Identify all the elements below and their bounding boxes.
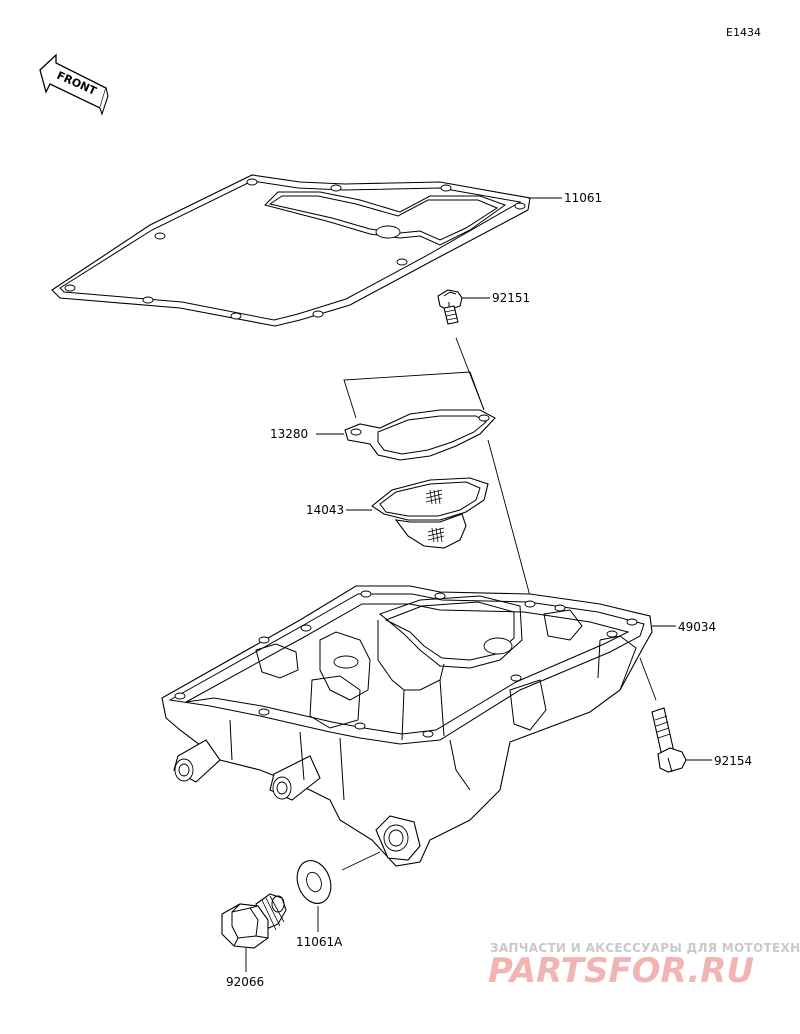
part-label-49034: 49034	[678, 620, 716, 634]
oil-pan-49034	[161, 585, 653, 867]
part-label-92066: 92066	[226, 975, 264, 989]
part-label-14043: 14043	[306, 503, 344, 517]
gasket-11061	[51, 174, 531, 327]
ref-code: E1434	[726, 26, 761, 39]
watermark-logo: PARTSFOR.RU	[488, 951, 754, 991]
gasket-13280	[344, 409, 496, 461]
part-label-92151: 92151	[492, 291, 530, 305]
watermark-tagline: ЗАПЧАСТИ И АКСЕССУАРЫ ДЛЯ МОТОТЕХНИКИ	[490, 941, 800, 955]
drain-plug-92066	[221, 893, 287, 949]
front-arrow-icon: FRONT	[39, 53, 109, 116]
washer-11061A	[296, 860, 332, 904]
part-label-11061A: 11061A	[296, 935, 343, 949]
bolt-92154	[651, 707, 687, 773]
bolt-92151	[437, 289, 463, 325]
part-label-13280: 13280	[270, 427, 308, 441]
part-label-11061: 11061	[564, 191, 602, 205]
strainer-14043	[371, 477, 489, 549]
part-label-92154: 92154	[714, 754, 752, 768]
